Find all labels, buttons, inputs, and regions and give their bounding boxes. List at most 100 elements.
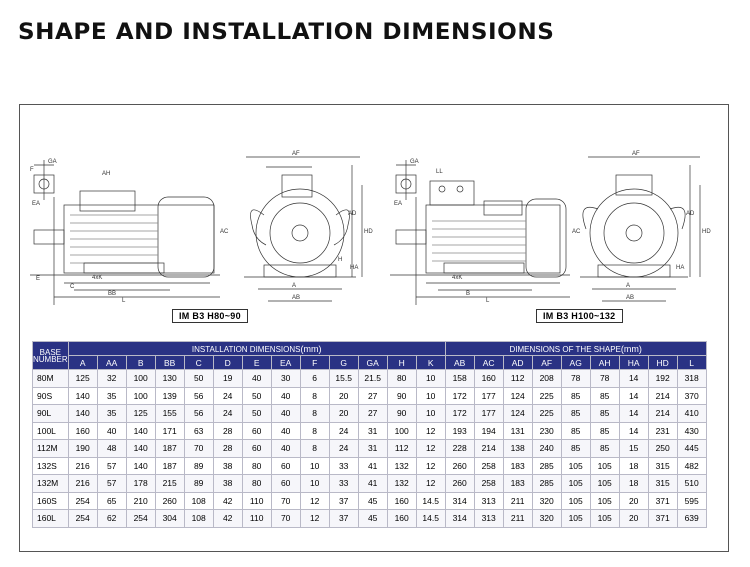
table-cell: 62: [96, 509, 127, 528]
caption-im-b3-h100-132: IM B3 H100~132: [536, 309, 623, 323]
label-bb: BB: [108, 291, 116, 297]
table-cell: 108: [183, 491, 214, 510]
label-ad: AD: [348, 211, 357, 217]
table-cell: 8: [299, 439, 330, 458]
table-cell: 35: [96, 386, 127, 405]
table-cell: 56: [183, 404, 214, 423]
table-cell: 37: [328, 509, 359, 528]
table-cell: 40: [270, 386, 301, 405]
shaft-end-view-left: EA GA F: [30, 159, 57, 207]
table-cell: 60: [270, 456, 301, 475]
table-cell: 33: [328, 474, 359, 493]
table-cell: 260: [444, 456, 475, 475]
table-cell: 160: [386, 509, 417, 528]
table-cell: 12: [415, 421, 446, 440]
table-cell: 24: [328, 439, 359, 458]
table-cell: 177: [473, 386, 504, 405]
base-number-cell: 160S: [32, 491, 69, 510]
table-cell: 48: [96, 439, 127, 458]
table-cell: 124: [502, 386, 533, 405]
base-number-cell: 100L: [32, 421, 69, 440]
table-cell: 187: [154, 439, 185, 458]
table-cell: 178: [125, 474, 156, 493]
table-cell: 42: [212, 491, 243, 510]
table-cell: 35: [96, 404, 127, 423]
table-cell: 60: [241, 421, 272, 440]
label-ab: AB: [292, 295, 300, 301]
table-cell: 28: [212, 439, 243, 458]
table-cell: 214: [473, 439, 504, 458]
table-cell: 160: [67, 421, 98, 440]
table-cell: 40: [270, 404, 301, 423]
table-cell: 14: [618, 369, 649, 388]
motor-side-view-left: E C 4xK BB L AH AC: [30, 171, 229, 305]
table-cell: 40: [270, 439, 301, 458]
table-cell: 214: [647, 404, 678, 423]
table-cell: 285: [531, 474, 562, 493]
table-cell: 110: [241, 491, 272, 510]
table-cell: 85: [589, 439, 620, 458]
table-cell: 12: [415, 474, 446, 493]
table-cell: 105: [560, 474, 591, 493]
table-cell: 254: [67, 491, 98, 510]
motor-end-view-right: AF A AB AD HD HA: [580, 151, 711, 302]
table-cell: 85: [589, 386, 620, 405]
column-header-a: A: [67, 355, 98, 370]
table-cell: 40: [270, 421, 301, 440]
table-cell: 158: [444, 369, 475, 388]
table-cell: 105: [589, 509, 620, 528]
table-cell: 140: [67, 404, 98, 423]
table-cell: 172: [444, 404, 475, 423]
table-cell: 258: [473, 474, 504, 493]
column-header-l: L: [676, 355, 707, 370]
label-f: F: [30, 167, 34, 173]
label-ah: AH: [102, 171, 110, 177]
table-cell: 160: [473, 369, 504, 388]
table-cell: 57: [96, 456, 127, 475]
table-cell: 24: [328, 421, 359, 440]
table-cell: 510: [676, 474, 707, 493]
table-cell: 639: [676, 509, 707, 528]
table-cell: 410: [676, 404, 707, 423]
table-cell: 371: [647, 509, 678, 528]
table-cell: 210: [125, 491, 156, 510]
base-number-cell: 80M: [32, 369, 69, 388]
table-cell: 10: [415, 404, 446, 423]
table-cell: 105: [589, 456, 620, 475]
table-cell: 40: [96, 421, 127, 440]
table-cell: 32: [96, 369, 127, 388]
table-cell: 371: [647, 491, 678, 510]
table-cell: 85: [589, 421, 620, 440]
column-header-b: B: [125, 355, 156, 370]
label-h: H: [338, 257, 342, 263]
table-cell: 100: [125, 369, 156, 388]
table-cell: 10: [415, 369, 446, 388]
label-c: C: [70, 284, 75, 290]
column-header-k: K: [415, 355, 446, 370]
table-cell: 140: [67, 386, 98, 405]
base-number-cell: 90S: [32, 386, 69, 405]
motor-dimension-drawing: EA GA F E C: [30, 151, 711, 305]
table-cell: 8: [299, 421, 330, 440]
table-cell: 20: [618, 509, 649, 528]
table-cell: 313: [473, 491, 504, 510]
table-cell: 230: [531, 421, 562, 440]
label-ll: LL: [436, 169, 443, 175]
label-ga-right: GA: [410, 159, 419, 165]
table-cell: 139: [154, 386, 185, 405]
table-cell: 183: [502, 474, 533, 493]
table-cell: 445: [676, 439, 707, 458]
motor-end-view-left: AF A AB AD HD H HA: [244, 151, 373, 302]
base-number-cell: 160L: [32, 509, 69, 528]
table-cell: 138: [502, 439, 533, 458]
column-header-aa: AA: [96, 355, 127, 370]
table-cell: 172: [444, 386, 475, 405]
motor-side-view-right: LL 4xK B L AC: [390, 169, 581, 305]
table-cell: 318: [676, 369, 707, 388]
table-cell: 28: [212, 421, 243, 440]
table-cell: 105: [589, 491, 620, 510]
